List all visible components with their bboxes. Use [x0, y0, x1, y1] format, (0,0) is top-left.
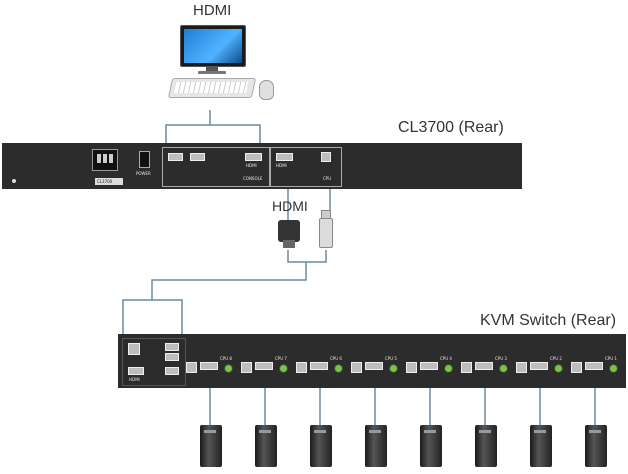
cpu-port-group-8: CPU 8 [186, 354, 238, 382]
console-label: CONSOLE [243, 176, 263, 181]
power-label: POWER [136, 171, 151, 176]
hdmi-port[interactable] [585, 362, 603, 370]
cpu-port-group-4: CPU 4 [406, 354, 458, 382]
usb-connector-icon [318, 210, 333, 250]
kvm-usb-b-port[interactable] [128, 343, 140, 355]
hdmi-label-mid: HDMI [272, 198, 308, 214]
cpu-port-label: CPU 6 [330, 356, 342, 361]
mouse-icon [259, 80, 274, 100]
cpu-port-label: CPU 2 [550, 356, 562, 361]
server-tower-icon [585, 425, 607, 467]
cpu-port-group-2: CPU 2 [516, 354, 568, 382]
kvm-usb-port-2[interactable] [165, 353, 179, 361]
cpu-port-group: HDMI CPU [270, 147, 342, 187]
cpu-hdmi-port[interactable] [276, 153, 293, 161]
hdmi-port[interactable] [365, 362, 383, 370]
hdmi-connector-icon [278, 220, 300, 248]
cpu-port-group-7: CPU 7 [241, 354, 293, 382]
server-tower-icon [310, 425, 332, 467]
usb-keyboard-port[interactable] [168, 153, 183, 161]
hdmi-port[interactable] [200, 362, 218, 370]
audio-jack[interactable] [389, 364, 398, 373]
server-tower-icon [420, 425, 442, 467]
cpu-port-group-6: CPU 6 [296, 354, 348, 382]
kvm-console-ports: HDMI [122, 338, 186, 386]
audio-jack[interactable] [444, 364, 453, 373]
server-tower-icon [530, 425, 552, 467]
server-tower-icon [255, 425, 277, 467]
cpu-port-label: CPU 3 [495, 356, 507, 361]
kvm-hdmi-label: HDMI [129, 377, 140, 382]
hdmi-port[interactable] [475, 362, 493, 370]
server-tower-icon [365, 425, 387, 467]
kvm-switch-rear-panel: HDMI CPU 8 CPU 7 CPU 6 CPU 5 CPU 4 CPU 3 [118, 334, 626, 388]
cpu-port-label: CPU 1 [605, 356, 617, 361]
usb-b-port[interactable] [516, 362, 527, 373]
usb-b-port[interactable] [241, 362, 252, 373]
audio-jack[interactable] [554, 364, 563, 373]
kvm-usb-port-1[interactable] [165, 343, 179, 351]
keyboard-icon [167, 78, 257, 98]
cpu-port-label: CPU 4 [440, 356, 452, 361]
audio-jack[interactable] [609, 364, 618, 373]
cpu-port-label: CPU 8 [220, 356, 232, 361]
console-hdmi-port[interactable] [245, 153, 262, 161]
monitor-icon [180, 25, 246, 75]
kvm-switch-label: KVM Switch (Rear) [480, 312, 617, 329]
cpu-label: CPU [323, 176, 332, 181]
audio-jack[interactable] [224, 364, 233, 373]
hdmi-port[interactable] [255, 362, 273, 370]
cl3700-label: CL3700 (Rear) [398, 119, 504, 136]
cl3700-rear-panel: CL3700 POWER HDMI CONSOLE HDMI CPU [2, 143, 522, 189]
cpu-port-label: CPU 5 [385, 356, 397, 361]
power-switch[interactable] [139, 151, 150, 168]
audio-jack[interactable] [334, 364, 343, 373]
kvm-hdmi-in-port[interactable] [128, 367, 144, 375]
cpu-port-label: CPU 7 [275, 356, 287, 361]
hdmi-port[interactable] [420, 362, 438, 370]
kvm-usb-port-3[interactable] [165, 367, 179, 375]
audio-jack[interactable] [279, 364, 288, 373]
cpu-port-group-3: CPU 3 [461, 354, 513, 382]
cpu-port-group-1: CPU 1 [571, 354, 623, 382]
usb-b-port[interactable] [406, 362, 417, 373]
usb-mouse-port[interactable] [190, 153, 205, 161]
usb-b-port[interactable] [186, 362, 197, 373]
cpu-usb-port[interactable] [321, 152, 331, 162]
model-sticker: CL3700 [97, 179, 113, 184]
console-hdmi-label: HDMI [246, 163, 257, 168]
console-port-group: HDMI CONSOLE [162, 147, 270, 187]
server-tower-icon [200, 425, 222, 467]
usb-b-port[interactable] [461, 362, 472, 373]
power-socket-icon [92, 149, 118, 171]
server-tower-icon [475, 425, 497, 467]
cpu-hdmi-label: HDMI [276, 163, 287, 168]
hdmi-label-top: HDMI [193, 2, 232, 19]
usb-b-port[interactable] [571, 362, 582, 373]
hdmi-port[interactable] [310, 362, 328, 370]
hdmi-port[interactable] [530, 362, 548, 370]
usb-b-port[interactable] [296, 362, 307, 373]
cpu-port-group-5: CPU 5 [351, 354, 403, 382]
usb-b-port[interactable] [351, 362, 362, 373]
audio-jack[interactable] [499, 364, 508, 373]
